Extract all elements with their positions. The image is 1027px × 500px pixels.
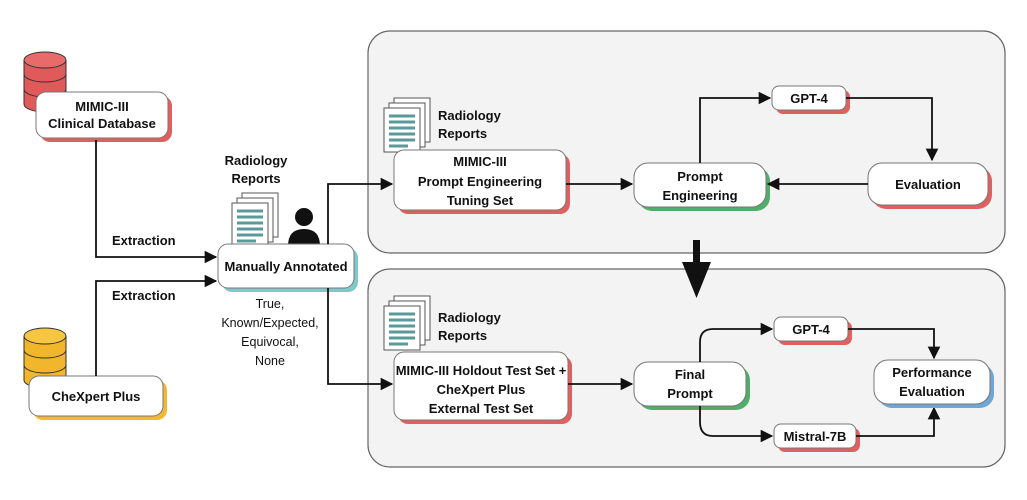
annotation-category: Equivocal,: [241, 335, 299, 349]
prompt-engineering-line-2: Engineering: [662, 188, 737, 203]
mimic-database-box: MIMIC-III Clinical Database: [35, 91, 172, 142]
prompt-engineering-line-1: Prompt: [677, 169, 723, 184]
test-set-line-1: MIMIC-III Holdout Test Set +: [396, 363, 567, 378]
performance-evaluation-line-1: Performance: [892, 365, 971, 380]
performance-evaluation-line-2: Evaluation: [899, 384, 965, 399]
mistral-label: Mistral-7B: [784, 429, 847, 444]
document-stack-icon: [382, 96, 432, 154]
flow-connector: [699, 91, 772, 163]
annotation-category: Known/Expected,: [221, 316, 318, 330]
manually-annotated-label: Manually Annotated: [224, 259, 347, 274]
performance-evaluation-box: Performance Evaluation: [873, 359, 994, 408]
tuning-set-line-1: MIMIC-III: [453, 154, 506, 169]
document-stack-icon: [230, 191, 280, 249]
mimic-database-line-1: MIMIC-III: [75, 99, 128, 114]
radiology-reports-title-line-2: Reports: [438, 126, 487, 141]
final-prompt-line-1: Final: [675, 367, 705, 382]
extraction-label: Extraction: [112, 233, 176, 248]
document-stack-icon: [382, 294, 432, 352]
panel-transition-arrow: [682, 240, 711, 298]
radiology-reports-title-line-2: Reports: [231, 171, 280, 186]
manually-annotated-box: Manually Annotated: [217, 243, 358, 292]
evaluation-box: Evaluation: [867, 162, 992, 209]
annotation-category: None: [255, 354, 285, 368]
gpt4-label: GPT-4: [790, 91, 828, 106]
radiology-reports-title-line-1: Radiology: [225, 153, 289, 168]
chexpert-box: CheXpert Plus: [28, 375, 167, 420]
database-icon: [23, 327, 67, 389]
extraction-connector: [95, 274, 218, 376]
mimic-database-line-2: Clinical Database: [48, 116, 156, 131]
split-connector: [327, 288, 394, 391]
test-set-line-3: External Test Set: [429, 401, 534, 416]
tuning-set-line-3: Tuning Set: [447, 193, 514, 208]
flow-connector: [848, 328, 941, 360]
final-prompt-line-2: Prompt: [667, 386, 713, 401]
test-set-box: MIMIC-III Holdout Test Set + CheXpert Pl…: [393, 351, 572, 424]
extraction-label: Extraction: [112, 288, 176, 303]
mistral-model-box: Mistral-7B: [773, 423, 860, 452]
person-icon: [288, 208, 320, 246]
split-connector: [327, 177, 394, 244]
annotation-category: True,: [256, 297, 285, 311]
gpt4-label: GPT-4: [792, 322, 830, 337]
flow-connector: [699, 406, 774, 443]
gpt4-model-box: GPT-4: [773, 316, 852, 345]
prompt-engineering-box: Prompt Engineering: [633, 162, 770, 211]
tuning-panel: [367, 30, 1006, 254]
evaluation-label: Evaluation: [895, 177, 961, 192]
tuning-set-box: MIMIC-III Prompt Engineering Tuning Set: [393, 149, 570, 214]
gpt4-model-box: GPT-4: [771, 85, 850, 114]
flow-connector: [856, 406, 941, 437]
chexpert-label: CheXpert Plus: [52, 389, 141, 404]
final-prompt-box: Final Prompt: [633, 361, 750, 410]
flow-connector: [699, 322, 774, 362]
radiology-reports-title-line-1: Radiology: [438, 310, 502, 325]
radiology-reports-title-line-1: Radiology: [438, 108, 502, 123]
tuning-set-line-2: Prompt Engineering: [418, 174, 542, 189]
flow-connector: [846, 97, 939, 162]
radiology-reports-title-line-2: Reports: [438, 328, 487, 343]
test-set-line-2: CheXpert Plus: [437, 382, 526, 397]
extraction-connector: [95, 140, 218, 264]
